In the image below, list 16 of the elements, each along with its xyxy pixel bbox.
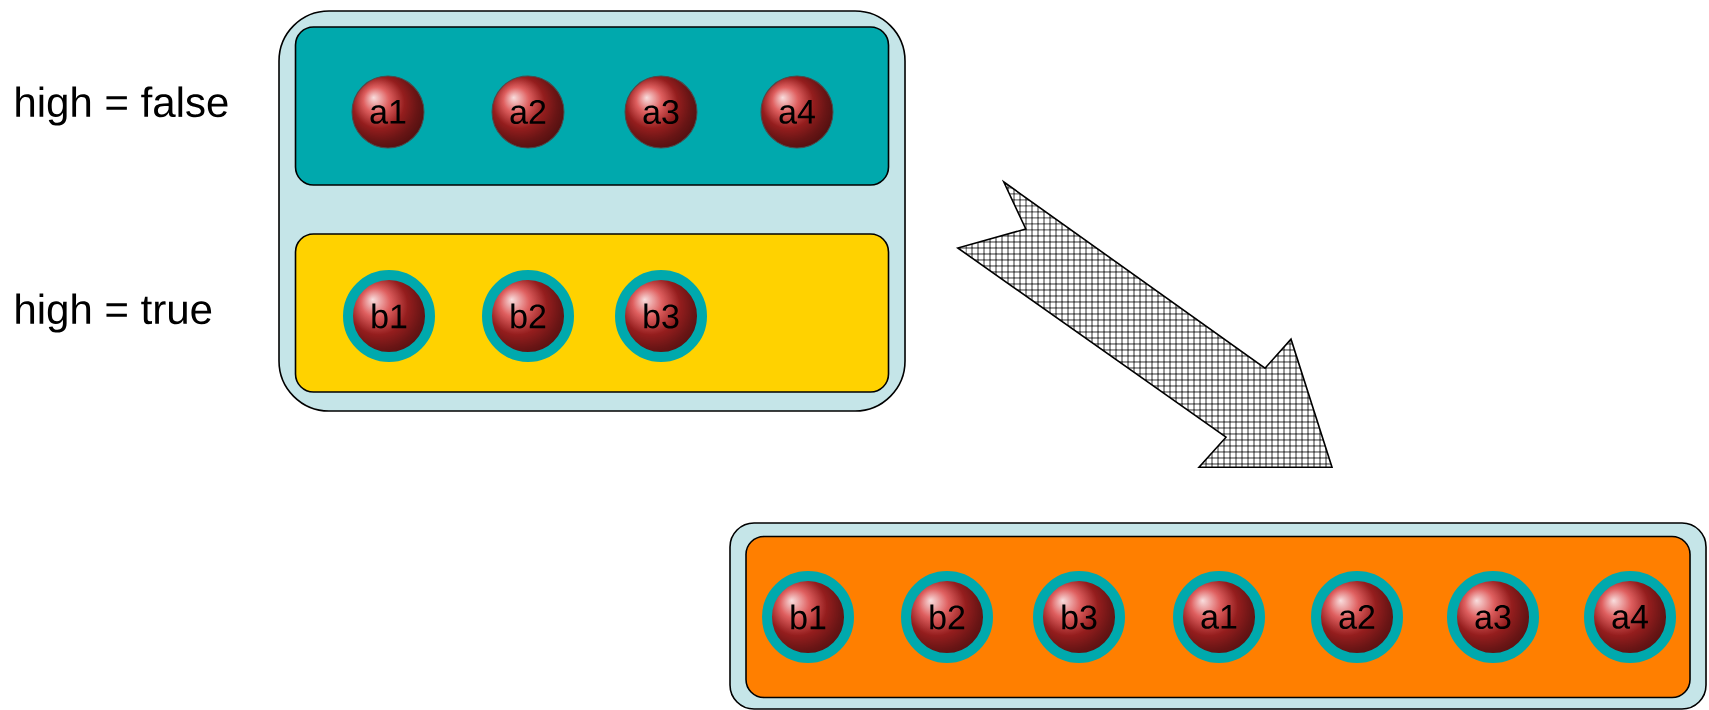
ball: b1 <box>343 270 435 362</box>
ball: b1 <box>762 571 854 663</box>
ball: b3 <box>1033 571 1125 663</box>
ball: a1 <box>1173 571 1265 663</box>
ball: a1 <box>351 75 425 149</box>
ball: a3 <box>1447 571 1539 663</box>
ball: b2 <box>482 270 574 362</box>
ball: a3 <box>624 75 698 149</box>
ball: b3 <box>615 270 707 362</box>
ball: a4 <box>760 75 834 149</box>
ball: a2 <box>491 75 565 149</box>
ball: a4 <box>1584 571 1676 663</box>
ball: b2 <box>901 571 993 663</box>
side-label: high = false <box>16 86 228 126</box>
ball: a2 <box>1311 571 1403 663</box>
side-label: high = true <box>16 293 212 333</box>
